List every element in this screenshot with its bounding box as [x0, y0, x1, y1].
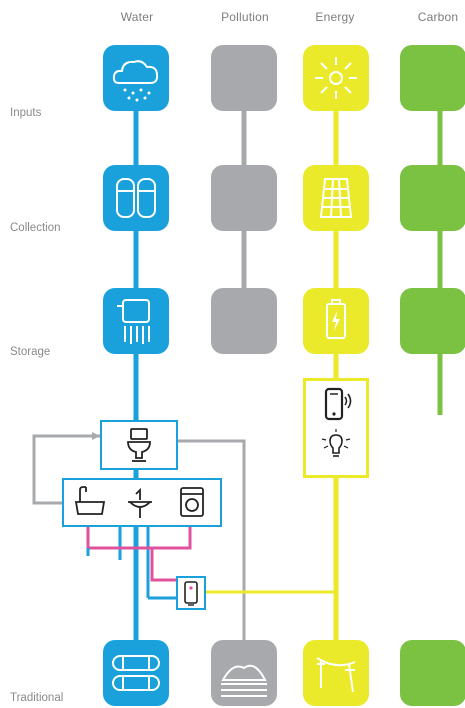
washing-machine-icon: [180, 487, 204, 517]
column-header-carbon: Carbon: [417, 10, 459, 24]
row-label-storage: Storage: [10, 346, 51, 358]
landfill-icon: [221, 664, 267, 697]
column-header-energy: Energy: [315, 10, 355, 24]
pollution-inputs-tile[interactable]: [211, 45, 277, 111]
battery-icon: [326, 299, 346, 339]
water-traditional-tile[interactable]: [103, 640, 169, 706]
column-header-water: Water: [120, 10, 154, 24]
storage-tank-icon: [117, 299, 150, 344]
energy-storage-tile[interactable]: [303, 288, 369, 354]
pollution-collection-tile[interactable]: [211, 165, 277, 231]
water-heater-box[interactable]: [176, 576, 206, 610]
pollution-storage-tile[interactable]: [211, 288, 277, 354]
toilet-box[interactable]: [100, 420, 178, 470]
solar-panel-icon: [319, 178, 353, 218]
carbon-collection-tile[interactable]: [400, 165, 465, 231]
sun-icon: [315, 57, 357, 99]
toilet-icon: [127, 428, 151, 462]
column-header-pollution: Pollution: [221, 10, 269, 24]
smartphone-icon: [324, 387, 352, 421]
row-label-inputs: Inputs: [10, 107, 42, 119]
pipes-icon: [112, 655, 160, 691]
energy-collection-tile[interactable]: [303, 165, 369, 231]
rainwater-tanks-icon: [116, 178, 156, 218]
energy-inputs-tile[interactable]: [303, 45, 369, 111]
energy-traditional-tile[interactable]: [303, 640, 369, 706]
bath-icon: [74, 486, 106, 515]
water-collection-tile[interactable]: [103, 165, 169, 231]
pollution-traditional-tile[interactable]: [211, 640, 277, 706]
sink-icon: [128, 487, 152, 518]
light-bulb-icon: [321, 429, 351, 457]
fixtures-box[interactable]: [62, 478, 222, 527]
carbon-storage-tile[interactable]: [400, 288, 465, 354]
power-line-icon: [316, 657, 356, 693]
energy-devices-box[interactable]: [303, 378, 369, 478]
water-inputs-tile[interactable]: [103, 45, 169, 111]
carbon-inputs-tile[interactable]: [400, 45, 465, 111]
row-label-traditional: Traditional: [10, 692, 64, 704]
row-label-collection: Collection: [10, 222, 61, 234]
water-storage-tile[interactable]: [103, 288, 169, 354]
water-heater-icon: [184, 581, 198, 606]
carbon-traditional-tile[interactable]: [400, 640, 465, 706]
rain-cloud-icon: [112, 60, 159, 102]
